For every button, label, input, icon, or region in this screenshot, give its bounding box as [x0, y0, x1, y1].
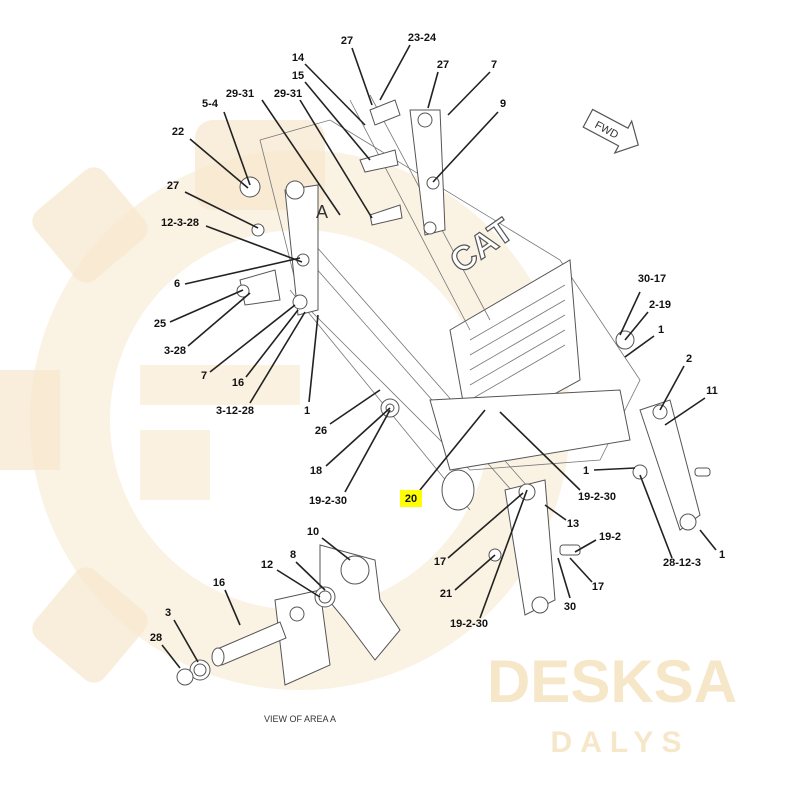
callout-label: 15 — [292, 70, 304, 82]
callout-label: 30 — [564, 601, 576, 613]
callout-label: 19-2-30 — [578, 491, 616, 503]
callout-label: 26 — [315, 425, 327, 437]
callout-label: 14 — [292, 52, 305, 64]
callout-label: 30-17 — [638, 273, 666, 285]
callout-label: 29-31 — [274, 88, 302, 100]
callout-label: 3 — [165, 607, 171, 619]
callout-label: 1 — [304, 405, 310, 417]
callout-label: 2 — [686, 353, 692, 365]
callout-label: 19-2-30 — [309, 495, 347, 507]
callout-label: 29-31 — [226, 88, 254, 100]
leader-lines — [161, 44, 717, 669]
callout-label: 28 — [150, 632, 162, 644]
highlight-box — [400, 490, 422, 507]
callout-labels: 27 23-24 14 15 29-31 27 7 5-4 29-31 9 22… — [150, 32, 725, 644]
view-caption: VIEW OF AREA A — [264, 714, 336, 724]
callout-label: 10 — [307, 526, 319, 538]
callout-label: 2-19 — [649, 299, 671, 311]
callout-label: 11 — [706, 385, 718, 397]
callout-label-highlighted: 20 — [405, 493, 417, 505]
fwd-arrow-icon: FWD — [582, 108, 639, 154]
callout-label: 27 — [341, 35, 353, 47]
callout-label: 7 — [201, 370, 207, 382]
callout-label: 3-12-28 — [216, 405, 254, 417]
callout-label: 27 — [167, 180, 179, 192]
callout-label: 16 — [213, 577, 225, 589]
callout-label: 19-2-30 — [450, 618, 488, 630]
callout-label: 17 — [592, 581, 604, 593]
callout-label: 5-4 — [202, 98, 219, 110]
area-a-marker: A — [316, 202, 328, 222]
callout-label: 19-2 — [599, 531, 621, 543]
callout-label: 1 — [719, 549, 725, 561]
callout-label: 6 — [174, 278, 180, 290]
callout-label: 16 — [232, 377, 244, 389]
callout-label: 12 — [261, 559, 273, 571]
watermark-subtext: DALYS — [551, 726, 690, 759]
callout-label: 28-12-3 — [663, 557, 701, 569]
callout-label: 7 — [491, 59, 497, 71]
callout-label: 3-28 — [164, 345, 186, 357]
callout-label: 1 — [658, 324, 664, 336]
callout-label: 17 — [434, 556, 446, 568]
loader-frame-drawing — [176, 94, 711, 686]
callout-label: 25 — [154, 318, 166, 330]
callout-label: 12-3-28 — [161, 217, 199, 229]
callout-label: 23-24 — [408, 32, 437, 44]
callout-label: 9 — [500, 98, 506, 110]
callout-label: 1 — [583, 465, 589, 477]
callout-label: 27 — [437, 59, 449, 71]
callout-label: 13 — [567, 518, 579, 530]
watermark-gear — [0, 120, 570, 690]
callout-label: 18 — [310, 465, 322, 477]
callout-label: 21 — [440, 588, 452, 600]
watermark-text: DESKSA — [487, 648, 737, 715]
callout-label: 8 — [290, 549, 296, 561]
callout-label: 22 — [172, 126, 184, 138]
